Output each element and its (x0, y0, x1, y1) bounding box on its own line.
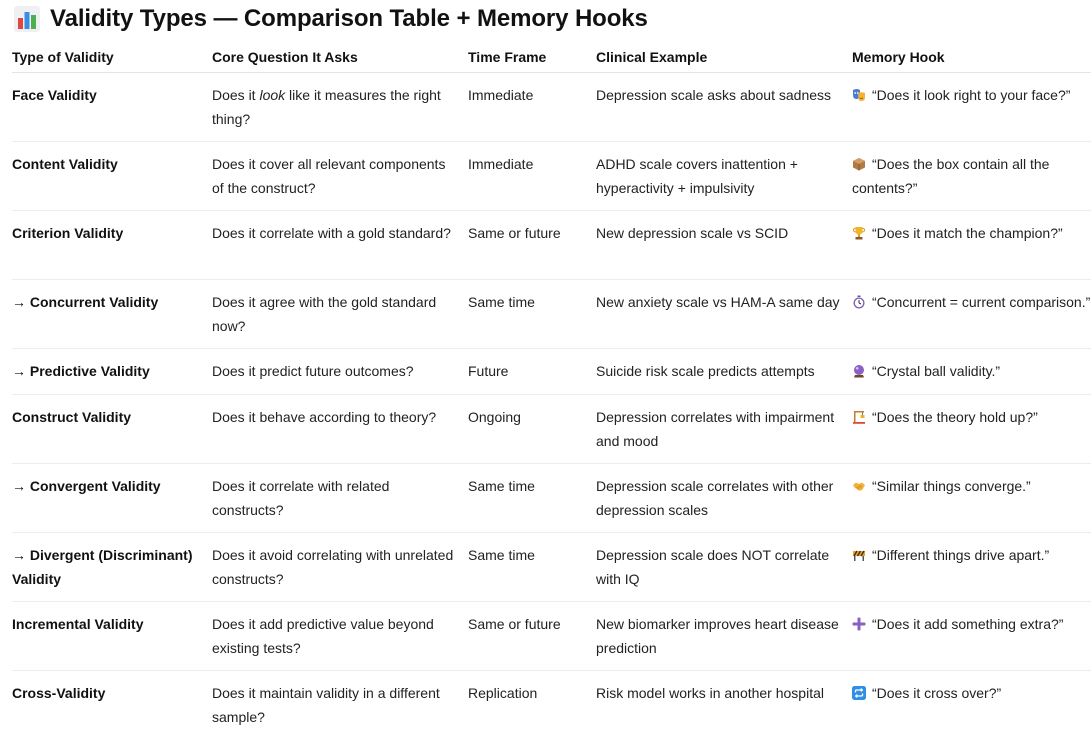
validity-type: → Concurrent Validity (12, 279, 212, 349)
memory-hook-text: “Concurrent = current comparison.” (872, 294, 1091, 310)
validity-type: Incremental Validity (12, 601, 212, 671)
time-frame: Immediate (468, 141, 596, 211)
core-question: Does it correlate with related construct… (212, 463, 468, 533)
memory-hook-text: “Does it match the champion?” (872, 225, 1063, 241)
memory-hook: “Different things drive apart.” (852, 532, 1091, 602)
time-frame: Same or future (468, 601, 596, 671)
memory-hook: “Does it cross over?” (852, 671, 1091, 740)
bar-chart-icon (14, 6, 40, 32)
construction-icon (852, 410, 866, 424)
core-question: Does it look like it measures the right … (212, 72, 468, 142)
memory-hook-text: “Does it cross over?” (872, 685, 1002, 701)
core-question: Does it behave according to theory? (212, 394, 468, 464)
clinical-example: New depression scale vs SCID (596, 210, 852, 280)
trophy-icon (852, 226, 866, 240)
core-question-part: Does it (212, 87, 260, 103)
table-row: → Concurrent Validity Does it agree with… (12, 279, 1091, 349)
table-row: Cross-Validity Does it maintain validity… (12, 671, 1091, 740)
time-frame: Same or future (468, 210, 596, 280)
clinical-example: Depression scale asks about sadness (596, 72, 852, 142)
validity-type: → Divergent (Discriminant) Validity (12, 532, 212, 602)
table-row: Criterion Validity Does it correlate wit… (12, 210, 1091, 280)
time-frame: Same time (468, 532, 596, 602)
validity-table: Type of Validity Core Question It Asks T… (12, 42, 1091, 739)
page-title: Validity Types — Comparison Table + Memo… (14, 4, 648, 34)
table-row: → Convergent Validity Does it correlate … (12, 463, 1091, 533)
table-row: Content Validity Does it cover all relev… (12, 141, 1091, 211)
validity-type: Content Validity (12, 141, 212, 211)
validity-type: Cross-Validity (12, 685, 106, 701)
plus-icon (852, 617, 866, 631)
column-header-type: Type of Validity (12, 42, 212, 73)
validity-type: → Predictive Validity (12, 348, 212, 395)
clinical-example: Depression scale correlates with other d… (596, 463, 852, 533)
time-frame: Immediate (468, 72, 596, 142)
repeat-icon (852, 686, 866, 700)
core-question-part: like it measures the right thing? (212, 87, 441, 127)
time-frame: Future (468, 348, 596, 395)
column-header-time-frame: Time Frame (468, 42, 596, 73)
core-question: Does it predict future outcomes? (212, 348, 468, 395)
memory-hook-text: “Similar things converge.” (872, 478, 1031, 494)
core-question: Does it cover all relevant components of… (212, 141, 468, 211)
memory-hook-text: “Does it look right to your face?” (872, 87, 1071, 103)
memory-hook: “Crystal ball validity.” (852, 348, 1091, 395)
theater-masks-icon (852, 88, 866, 102)
validity-type: Construct Validity (12, 394, 212, 464)
core-question: Does it agree with the gold standard now… (212, 279, 468, 349)
core-question: Does it add predictive value beyond exis… (212, 601, 468, 671)
page-title-text: Validity Types — Comparison Table + Memo… (50, 5, 648, 32)
clinical-example: Suicide risk scale predicts attempts (596, 348, 852, 395)
memory-hook: “Does it match the champion?” (852, 210, 1091, 280)
clinical-example: Depression correlates with impairment an… (596, 394, 852, 464)
clinical-example: ADHD scale covers inattention + hyperact… (596, 141, 852, 211)
time-frame: Replication (468, 685, 538, 701)
clinical-example: New anxiety scale vs HAM-A same day (596, 279, 852, 349)
table-row: Construct Validity Does it behave accord… (12, 394, 1091, 464)
memory-hook-text: “Does it add something extra?” (872, 616, 1064, 632)
barrier-icon (852, 548, 866, 562)
memory-hook: “Concurrent = current comparison.” (852, 279, 1091, 349)
memory-hook: “Does it look right to your face?” (852, 72, 1091, 142)
table-row: → Divergent (Discriminant) Validity Does… (12, 532, 1091, 602)
table-row: Incremental Validity Does it add predict… (12, 601, 1091, 671)
table-row: → Predictive Validity Does it predict fu… (12, 348, 1091, 395)
clinical-example: Depression scale does NOT correlate with… (596, 532, 852, 602)
time-frame: Same time (468, 463, 596, 533)
table-header-row: Type of Validity Core Question It Asks T… (12, 42, 1091, 73)
clinical-example: New biomarker improves heart disease pre… (596, 601, 852, 671)
box-icon (852, 157, 866, 171)
time-frame: Same time (468, 279, 596, 349)
validity-type: Criterion Validity (12, 210, 212, 280)
time-frame: Ongoing (468, 394, 596, 464)
column-header-memory-hook: Memory Hook (852, 42, 1091, 73)
memory-hook-text: “Different things drive apart.” (872, 547, 1050, 563)
core-question-emphasis: look (259, 87, 286, 103)
table-row: Face Validity Does it look like it measu… (12, 72, 1091, 142)
memory-hook-text: “Does the theory hold up?” (872, 409, 1038, 425)
stopwatch-icon (852, 295, 866, 309)
column-header-question: Core Question It Asks (212, 42, 468, 73)
core-question: Does it correlate with a gold standard? (212, 210, 468, 280)
memory-hook: “Does the box contain all the contents?” (852, 141, 1091, 211)
validity-type: Face Validity (12, 72, 212, 142)
clinical-example: Risk model works in another hospital (596, 685, 824, 701)
memory-hook: “Does the theory hold up?” (852, 394, 1091, 464)
core-question: Does it avoid correlating with unrelated… (212, 532, 468, 602)
handshake-icon (852, 479, 866, 493)
memory-hook: “Does it add something extra?” (852, 601, 1091, 671)
memory-hook-text: “Crystal ball validity.” (872, 363, 1001, 379)
memory-hook-text: “Does the box contain all the contents?” (852, 156, 1050, 196)
validity-type: → Convergent Validity (12, 463, 212, 533)
memory-hook: “Similar things converge.” (852, 463, 1091, 533)
crystal-ball-icon (852, 364, 866, 378)
core-question: Does it maintain validity in a different… (212, 685, 440, 725)
column-header-example: Clinical Example (596, 42, 852, 73)
